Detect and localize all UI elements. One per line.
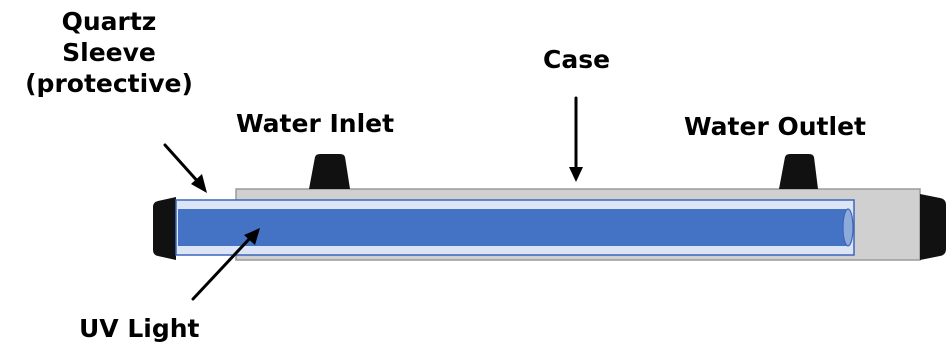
uv-light-arrow (191, 228, 260, 301)
case-arrow (569, 96, 583, 182)
uv-light-label: UV Light (79, 314, 200, 343)
quartz-sleeve-label-line-1: Quartz (61, 7, 157, 36)
uv-light-tube-end (842, 208, 854, 247)
quartz-sleeve-label-line-3: (protective) (25, 69, 193, 98)
right-end-cap (920, 194, 946, 260)
quartz-sleeve-arrow (163, 143, 207, 193)
water-inlet-port (309, 154, 350, 189)
quartz-sleeve-label: Quartz Sleeve (protective) (14, 6, 204, 99)
water-outlet-port (779, 154, 818, 189)
left-end-cap (153, 197, 176, 260)
water-outlet-label: Water Outlet (684, 112, 866, 141)
uv-light-tube (178, 209, 848, 246)
water-inlet-label: Water Inlet (236, 109, 395, 138)
case-label: Case (543, 45, 611, 74)
quartz-sleeve-label-line-2: Sleeve (62, 38, 156, 67)
